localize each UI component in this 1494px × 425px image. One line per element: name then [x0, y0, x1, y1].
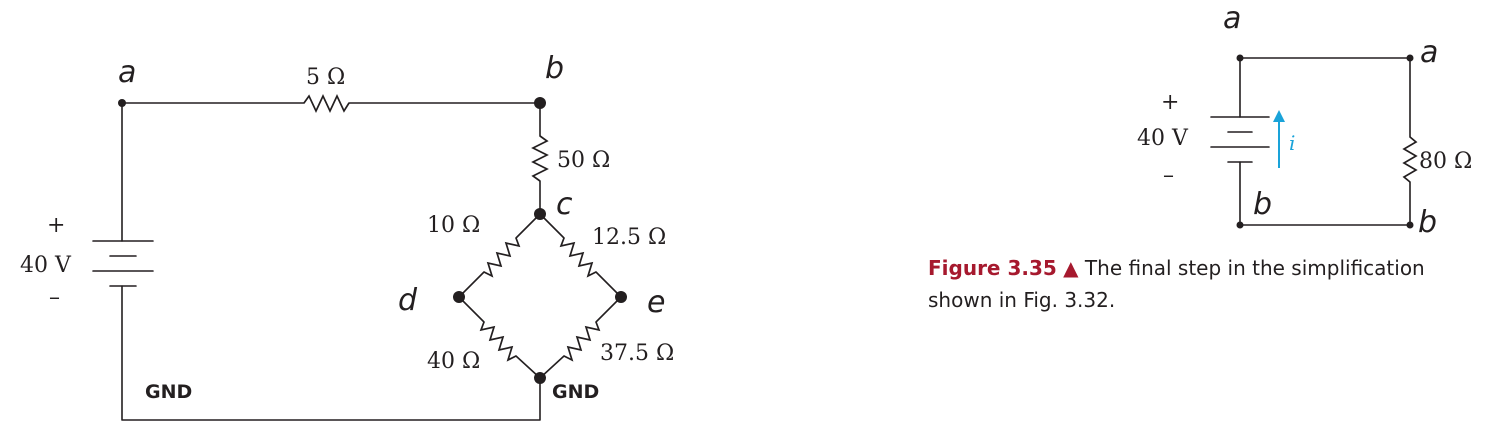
node-b-bottom-left — [1236, 221, 1244, 229]
node-label-a-top-right: a — [1420, 35, 1438, 70]
node-label-a: a — [118, 55, 136, 90]
figure-triangle-icon: ▲ — [1063, 256, 1079, 280]
node-label-b-bottom-right: b — [1418, 205, 1437, 240]
left-circuit: a b c d e GND GND 5 Ω 50 Ω 10 Ω 12.5 Ω 4… — [20, 51, 674, 421]
resistor-label-5-ohm: 5 Ω — [306, 65, 345, 90]
source-value-right: 40 V — [1137, 126, 1189, 151]
wire-source-to-ground — [121, 285, 541, 421]
figure-caption: Figure 3.35 ▲ The final step in the simp… — [928, 252, 1494, 316]
node-b — [534, 97, 546, 109]
source-minus-left: – — [49, 285, 60, 310]
resistor-10-ohm — [483, 237, 521, 278]
node-a-left — [118, 99, 126, 107]
node-label-d: d — [398, 283, 418, 318]
caption-line-1: Figure 3.35 ▲ The final step in the simp… — [928, 252, 1494, 284]
figure-number: Figure 3.35 — [928, 256, 1057, 280]
resistor-80-ohm — [1402, 136, 1418, 183]
resistor-12.5-ohm — [559, 237, 597, 278]
resistor-label-80-ohm: 80 Ω — [1419, 149, 1472, 174]
resistor-40-ohm — [479, 321, 517, 362]
current-arrow — [1273, 110, 1285, 168]
voltage-source-right — [1210, 116, 1270, 163]
source-plus-right: + — [1161, 90, 1179, 115]
resistor-label-40-ohm: 40 Ω — [427, 349, 480, 374]
resistor-50-ohm — [531, 135, 549, 182]
source-value-left: 40 V — [20, 253, 72, 278]
node-a-top-right — [1406, 54, 1414, 62]
resistor-label-50-ohm: 50 Ω — [557, 148, 610, 173]
resistor-5-ohm — [303, 93, 350, 114]
resistor-label-10-ohm: 10 Ω — [427, 213, 480, 238]
node-e — [615, 291, 627, 303]
node-label-c: c — [556, 187, 573, 222]
node-label-e: e — [647, 285, 665, 320]
voltage-source-left — [92, 240, 154, 287]
ground-label-left: GND — [145, 381, 192, 403]
node-b-bottom-right — [1406, 221, 1414, 229]
resistor-37.5-ohm — [563, 321, 601, 362]
node-d — [453, 291, 465, 303]
node-a-top-left — [1236, 54, 1244, 62]
wire-80ohm-to-bottom — [1239, 161, 1411, 226]
node-label-a-top-left: a — [1223, 1, 1241, 36]
wire-top-right — [1239, 57, 1411, 138]
ground-label-bottom: GND — [552, 381, 599, 403]
right-circuit: i a a b b 80 Ω + 40 V – — [1137, 1, 1472, 240]
source-minus-right: – — [1163, 163, 1174, 188]
resistor-label-12.5-ohm: 12.5 Ω — [592, 225, 666, 250]
node-c — [534, 208, 546, 220]
node-label-b-bottom-left: b — [1253, 187, 1272, 222]
current-arrow-head — [1273, 110, 1285, 122]
node-label-b: b — [545, 51, 564, 86]
caption-text-line-2: shown in Fig. 3.32. — [928, 288, 1116, 312]
source-plus-left: + — [47, 213, 65, 238]
node-ground — [534, 372, 546, 384]
caption-text-line-1: The final step in the simplification — [1084, 256, 1425, 280]
resistor-label-37.5-ohm: 37.5 Ω — [600, 341, 674, 366]
current-label-i: i — [1289, 131, 1295, 155]
